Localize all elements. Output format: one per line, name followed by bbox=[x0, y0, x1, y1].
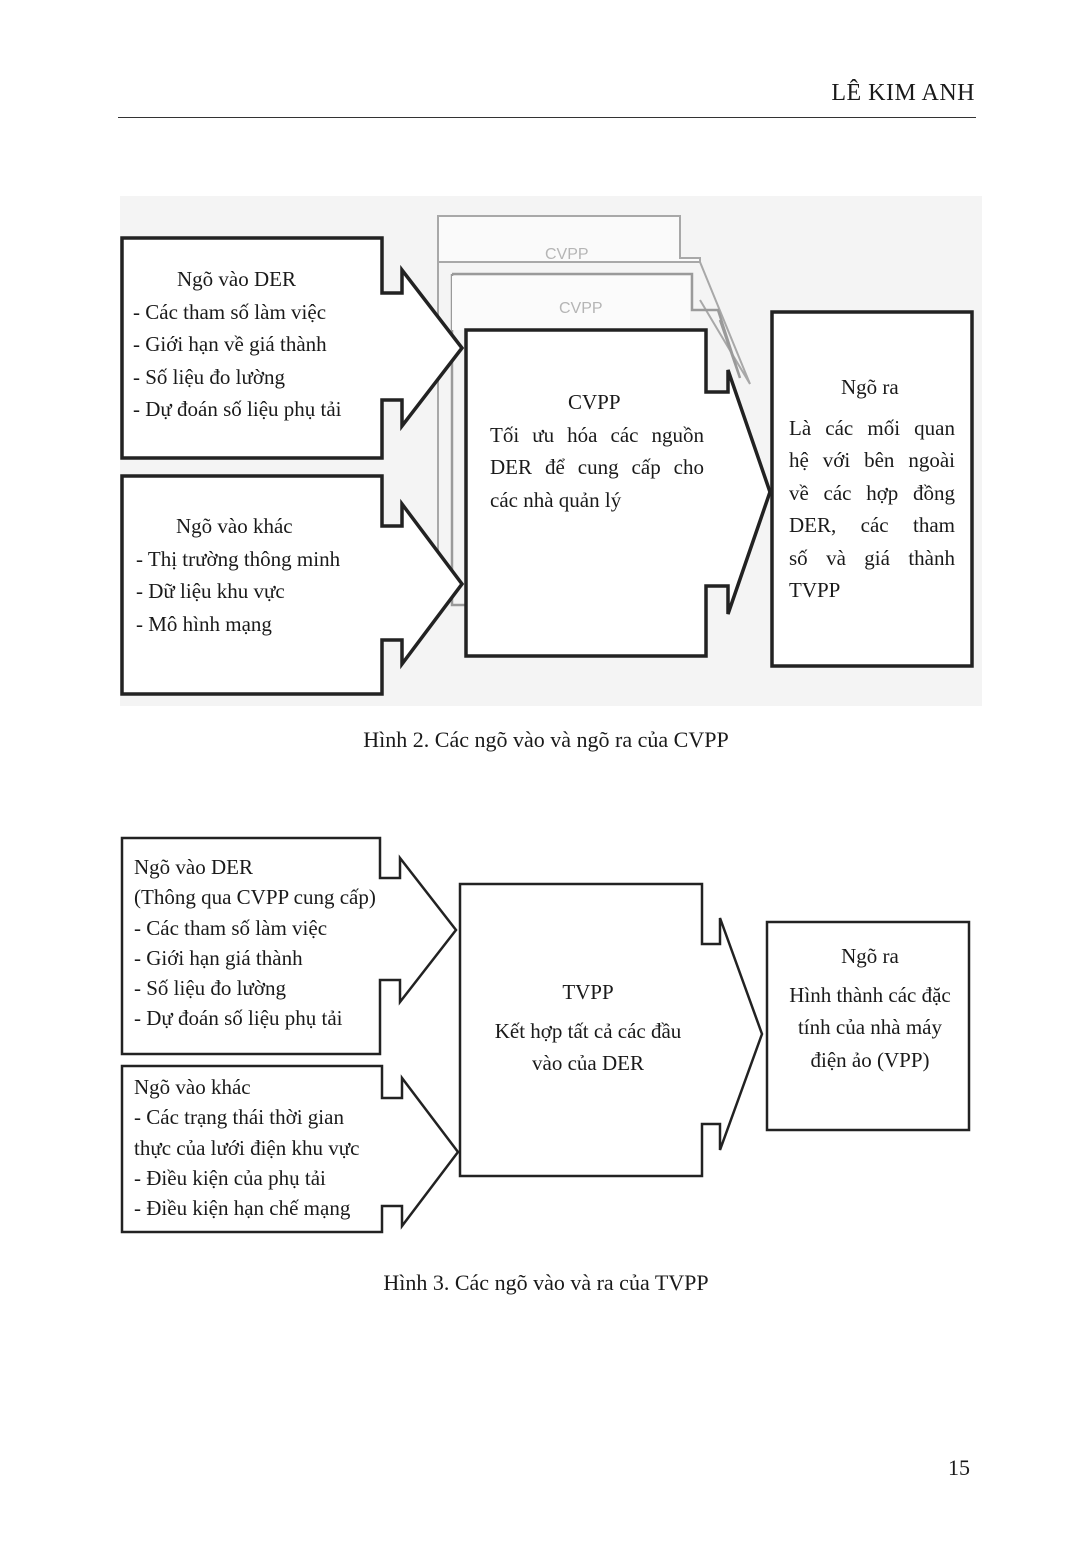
fig3-input-other-title: Ngõ vào khác bbox=[134, 1075, 251, 1099]
figure-2-caption: Hình 2. Các ngõ vào và ngõ ra của CVPP bbox=[363, 727, 729, 752]
fig3-input-other-line: - Các trạng thái thời gian bbox=[134, 1105, 344, 1130]
fig3-center-line: Kết hợp tất cả các đầu bbox=[494, 1018, 682, 1043]
figure-3-diagram bbox=[120, 836, 971, 1234]
input-other-block-arrow bbox=[120, 474, 465, 696]
fig2-output-line: về các hợp đồng bbox=[789, 480, 955, 505]
running-head-author: LÊ KIM ANH bbox=[831, 80, 975, 106]
fig2-input-der-line: - Các tham số làm việc bbox=[133, 299, 327, 324]
fig2-output-line: hệ với bên ngoài bbox=[789, 448, 955, 472]
fig3-input-der-line: - Số liệu đo lường bbox=[134, 976, 286, 1001]
ghost-cvpp-box-front-left bbox=[450, 274, 466, 607]
fig2-center-title: CVPP bbox=[568, 390, 621, 414]
fig3-input-other-line: thực của lưới điện khu vực bbox=[134, 1135, 360, 1160]
fig2-input-der-line: - Giới hạn về giá thành bbox=[133, 332, 327, 356]
header-rule bbox=[118, 117, 976, 118]
fig3-output-line: tính của nhà máy bbox=[797, 1015, 943, 1039]
fig3-output-title: Ngõ ra bbox=[841, 944, 899, 968]
ghost-cvpp-arrow-back bbox=[699, 261, 751, 385]
fig2-input-other-line: - Dữ liệu khu vực bbox=[136, 579, 285, 603]
fig2-input-other-line: - Mô hình mạng bbox=[136, 611, 272, 636]
fig3-input-der-title: Ngõ vào DER bbox=[134, 855, 253, 879]
fig3-input-other-block-arrow bbox=[120, 1064, 460, 1234]
output-box bbox=[770, 310, 974, 668]
ghost-cvpp-label-2: CVPP bbox=[559, 300, 603, 317]
page-number: 15 bbox=[948, 1455, 970, 1480]
fig2-input-der-text: Ngõ vào DER - Các tham số làm việc - Giớ… bbox=[133, 263, 342, 426]
fig3-output-text: Ngõ ra Hình thành các đặc tính của nhà m… bbox=[769, 940, 971, 1076]
fig2-output-line: DER, các tham bbox=[789, 513, 955, 537]
fig3-input-der-text: Ngõ vào DER (Thông qua CVPP cung cấp) - … bbox=[134, 852, 376, 1034]
figure-3-caption: Hình 3. Các ngõ vào và ra của TVPP bbox=[383, 1270, 709, 1295]
fig2-output-text: Ngõ ra Là các mối quan hệ với bên ngoài … bbox=[789, 371, 955, 607]
fig2-input-der-line: - Dự đoán số liệu phụ tải bbox=[133, 397, 342, 421]
fig3-input-der-block-arrow bbox=[120, 836, 458, 1056]
fig2-center-line: DER để cung cấp cho bbox=[490, 455, 704, 479]
ghost-cvpp-box-front-fill bbox=[452, 276, 690, 330]
fig3-input-der-line: - Dự đoán số liệu phụ tải bbox=[134, 1006, 343, 1031]
ghost-cvpp-box-front bbox=[452, 272, 742, 379]
fig2-center-line: các nhà quản lý bbox=[490, 487, 622, 512]
fig2-input-other-text: Ngõ vào khác - Thị trường thông minh - D… bbox=[136, 510, 340, 640]
fig3-input-der-line: - Các tham số làm việc bbox=[134, 915, 328, 940]
fig2-center-text: CVPP Tối ưu hóa các nguồn DER để cung cấ… bbox=[490, 386, 704, 516]
fig3-center-tvpp-block-arrow bbox=[458, 882, 764, 1178]
figure-3-shapes bbox=[120, 836, 971, 1234]
fig2-output-line: Là các mối quan bbox=[789, 415, 955, 440]
fig3-input-der-line: - Giới hạn giá thành bbox=[134, 945, 303, 970]
fig3-center-title: TVPP bbox=[562, 980, 614, 1004]
fig3-input-other-line: - Điều kiện hạn chế mạng bbox=[134, 1196, 351, 1221]
fig2-center-line: Tối ưu hóa các nguồn bbox=[490, 422, 704, 447]
fig3-center-line: vào của DER bbox=[532, 1051, 644, 1075]
fig3-input-der-line: (Thông qua CVPP cung cấp) bbox=[134, 885, 376, 910]
center-cvpp-block-arrow bbox=[464, 328, 772, 658]
fig3-output-line: Hình thành các đặc bbox=[789, 982, 951, 1007]
fig2-output-line: số và giá thành bbox=[789, 545, 955, 570]
fig3-center-text: TVPP Kết hợp tất cả các đầu vào của DER bbox=[474, 976, 702, 1080]
input-der-block-arrow bbox=[120, 236, 465, 460]
fig3-input-other-line: - Điều kiện của phụ tải bbox=[134, 1165, 326, 1190]
figure-2-diagram bbox=[0, 0, 1092, 720]
fig2-input-other-title: Ngõ vào khác bbox=[176, 514, 293, 538]
ghost-cvpp-label-1: CVPP bbox=[545, 246, 589, 263]
fig2-output-line: TVPP bbox=[789, 578, 841, 602]
fig2-input-der-title: Ngõ vào DER bbox=[177, 267, 296, 291]
fig2-input-der-line: - Số liệu đo lường bbox=[133, 364, 285, 389]
fig3-input-other-text: Ngõ vào khác - Các trạng thái thời gian … bbox=[134, 1072, 359, 1223]
fig2-output-title: Ngõ ra bbox=[841, 375, 899, 399]
fig2-input-other-line: - Thị trường thông minh bbox=[136, 546, 341, 571]
fig3-output-line: điện ảo (VPP) bbox=[810, 1047, 930, 1072]
fig3-output-box bbox=[765, 920, 971, 1132]
figure-2-shapes bbox=[120, 196, 982, 706]
